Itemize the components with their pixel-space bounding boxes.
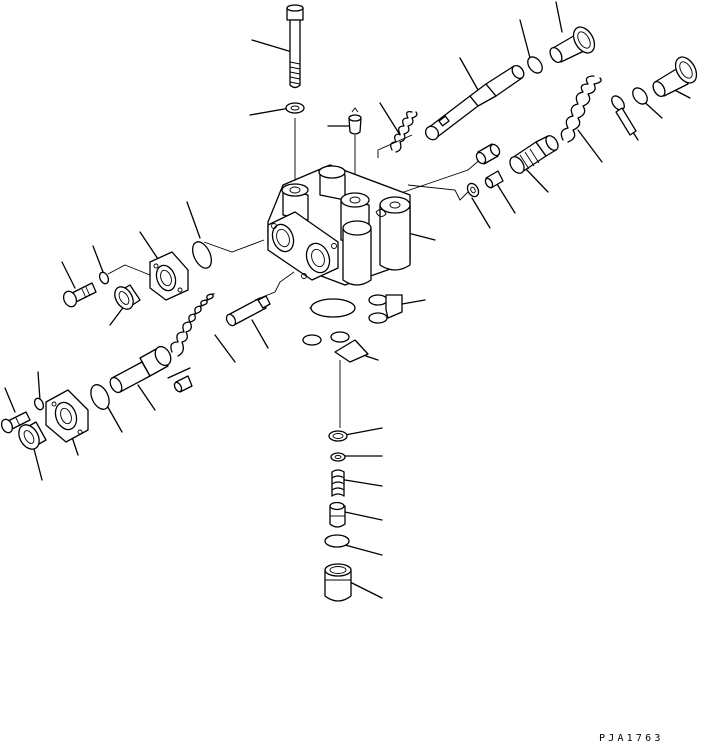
right-small-spring — [484, 170, 504, 189]
left-bolt — [62, 282, 97, 308]
left-washer — [98, 271, 110, 285]
leader-right-piston — [524, 167, 549, 193]
stack-spring — [331, 469, 345, 497]
lower-pin — [173, 375, 193, 393]
seal-tag-upper — [368, 294, 403, 324]
leader-valve-body — [407, 232, 436, 241]
leader-lower-bolt — [4, 387, 16, 413]
mid-spring — [170, 293, 215, 357]
mid-spool — [225, 295, 271, 327]
long-bolt — [286, 4, 304, 89]
small-plug — [348, 107, 362, 135]
axis-right-nut — [407, 184, 471, 201]
right-cap — [652, 56, 698, 98]
leader-upper-ring — [519, 19, 531, 59]
leader-right-spring — [577, 129, 603, 163]
leader-stack-ring — [344, 427, 383, 436]
leader-stack-plug — [349, 581, 383, 599]
leader-long-bolt — [251, 39, 293, 53]
drawing-code: PJA1763 — [599, 733, 664, 744]
lower-washer — [33, 397, 45, 411]
axis-spring-to-body — [377, 134, 413, 158]
right-piston — [509, 135, 559, 174]
right-spring — [560, 75, 602, 143]
stack-disc — [324, 534, 350, 548]
axis-right-plug — [394, 157, 483, 196]
seal-tag-lower — [302, 331, 369, 363]
leader-right-small-spring — [496, 183, 516, 214]
stack-washer — [330, 452, 346, 462]
leader-upper-cap — [555, 1, 563, 33]
leader-tag-upper — [401, 299, 426, 305]
stack-piston — [329, 501, 346, 528]
leader-stack-piston — [344, 511, 383, 521]
lower-spool — [109, 345, 172, 394]
left-flange — [149, 251, 189, 301]
upper-spool — [424, 65, 525, 141]
leader-left-bolt — [61, 261, 76, 289]
top-spring — [390, 110, 418, 153]
leader-stack-disc — [344, 544, 383, 556]
leader-top-spring — [379, 102, 401, 136]
leader-tag-lower — [365, 355, 379, 361]
stack-plug — [324, 563, 352, 602]
axis-left-washer — [107, 264, 151, 276]
right-nut — [466, 182, 480, 198]
leader-left-flange — [139, 231, 161, 263]
mid-oring — [310, 298, 356, 318]
stack-ring — [328, 430, 348, 442]
lower-cap — [18, 421, 47, 450]
leader-stack-spring — [344, 479, 383, 487]
upper-ring — [527, 56, 543, 74]
leader-left-washer — [92, 245, 104, 273]
leader-lower-cap — [32, 444, 43, 481]
leader-upper-spool — [459, 57, 479, 91]
leader-mid-spool — [251, 319, 269, 349]
leader-lower-spool — [137, 384, 156, 411]
leader-mid-spring — [214, 334, 236, 363]
leader-lower-washer — [37, 371, 41, 401]
axis-mid-spool — [254, 271, 295, 301]
left-cap — [114, 284, 141, 310]
callout-leaders — [4, 1, 691, 599]
right-ring-a — [632, 87, 648, 105]
lower-bolt — [0, 411, 31, 434]
axis-left-oring — [203, 239, 265, 253]
valve-body — [267, 164, 411, 286]
right-ring-b — [611, 95, 637, 136]
lower-oring — [90, 384, 110, 410]
left-oring — [191, 241, 213, 269]
leader-top-washer — [249, 107, 291, 116]
top-washer — [285, 102, 305, 114]
upper-cap — [549, 26, 596, 64]
leader-lower-pin — [167, 367, 191, 379]
lower-flange — [45, 389, 89, 443]
leader-right-nut — [471, 197, 491, 229]
leader-left-oring — [186, 201, 201, 239]
right-plug — [475, 143, 501, 165]
